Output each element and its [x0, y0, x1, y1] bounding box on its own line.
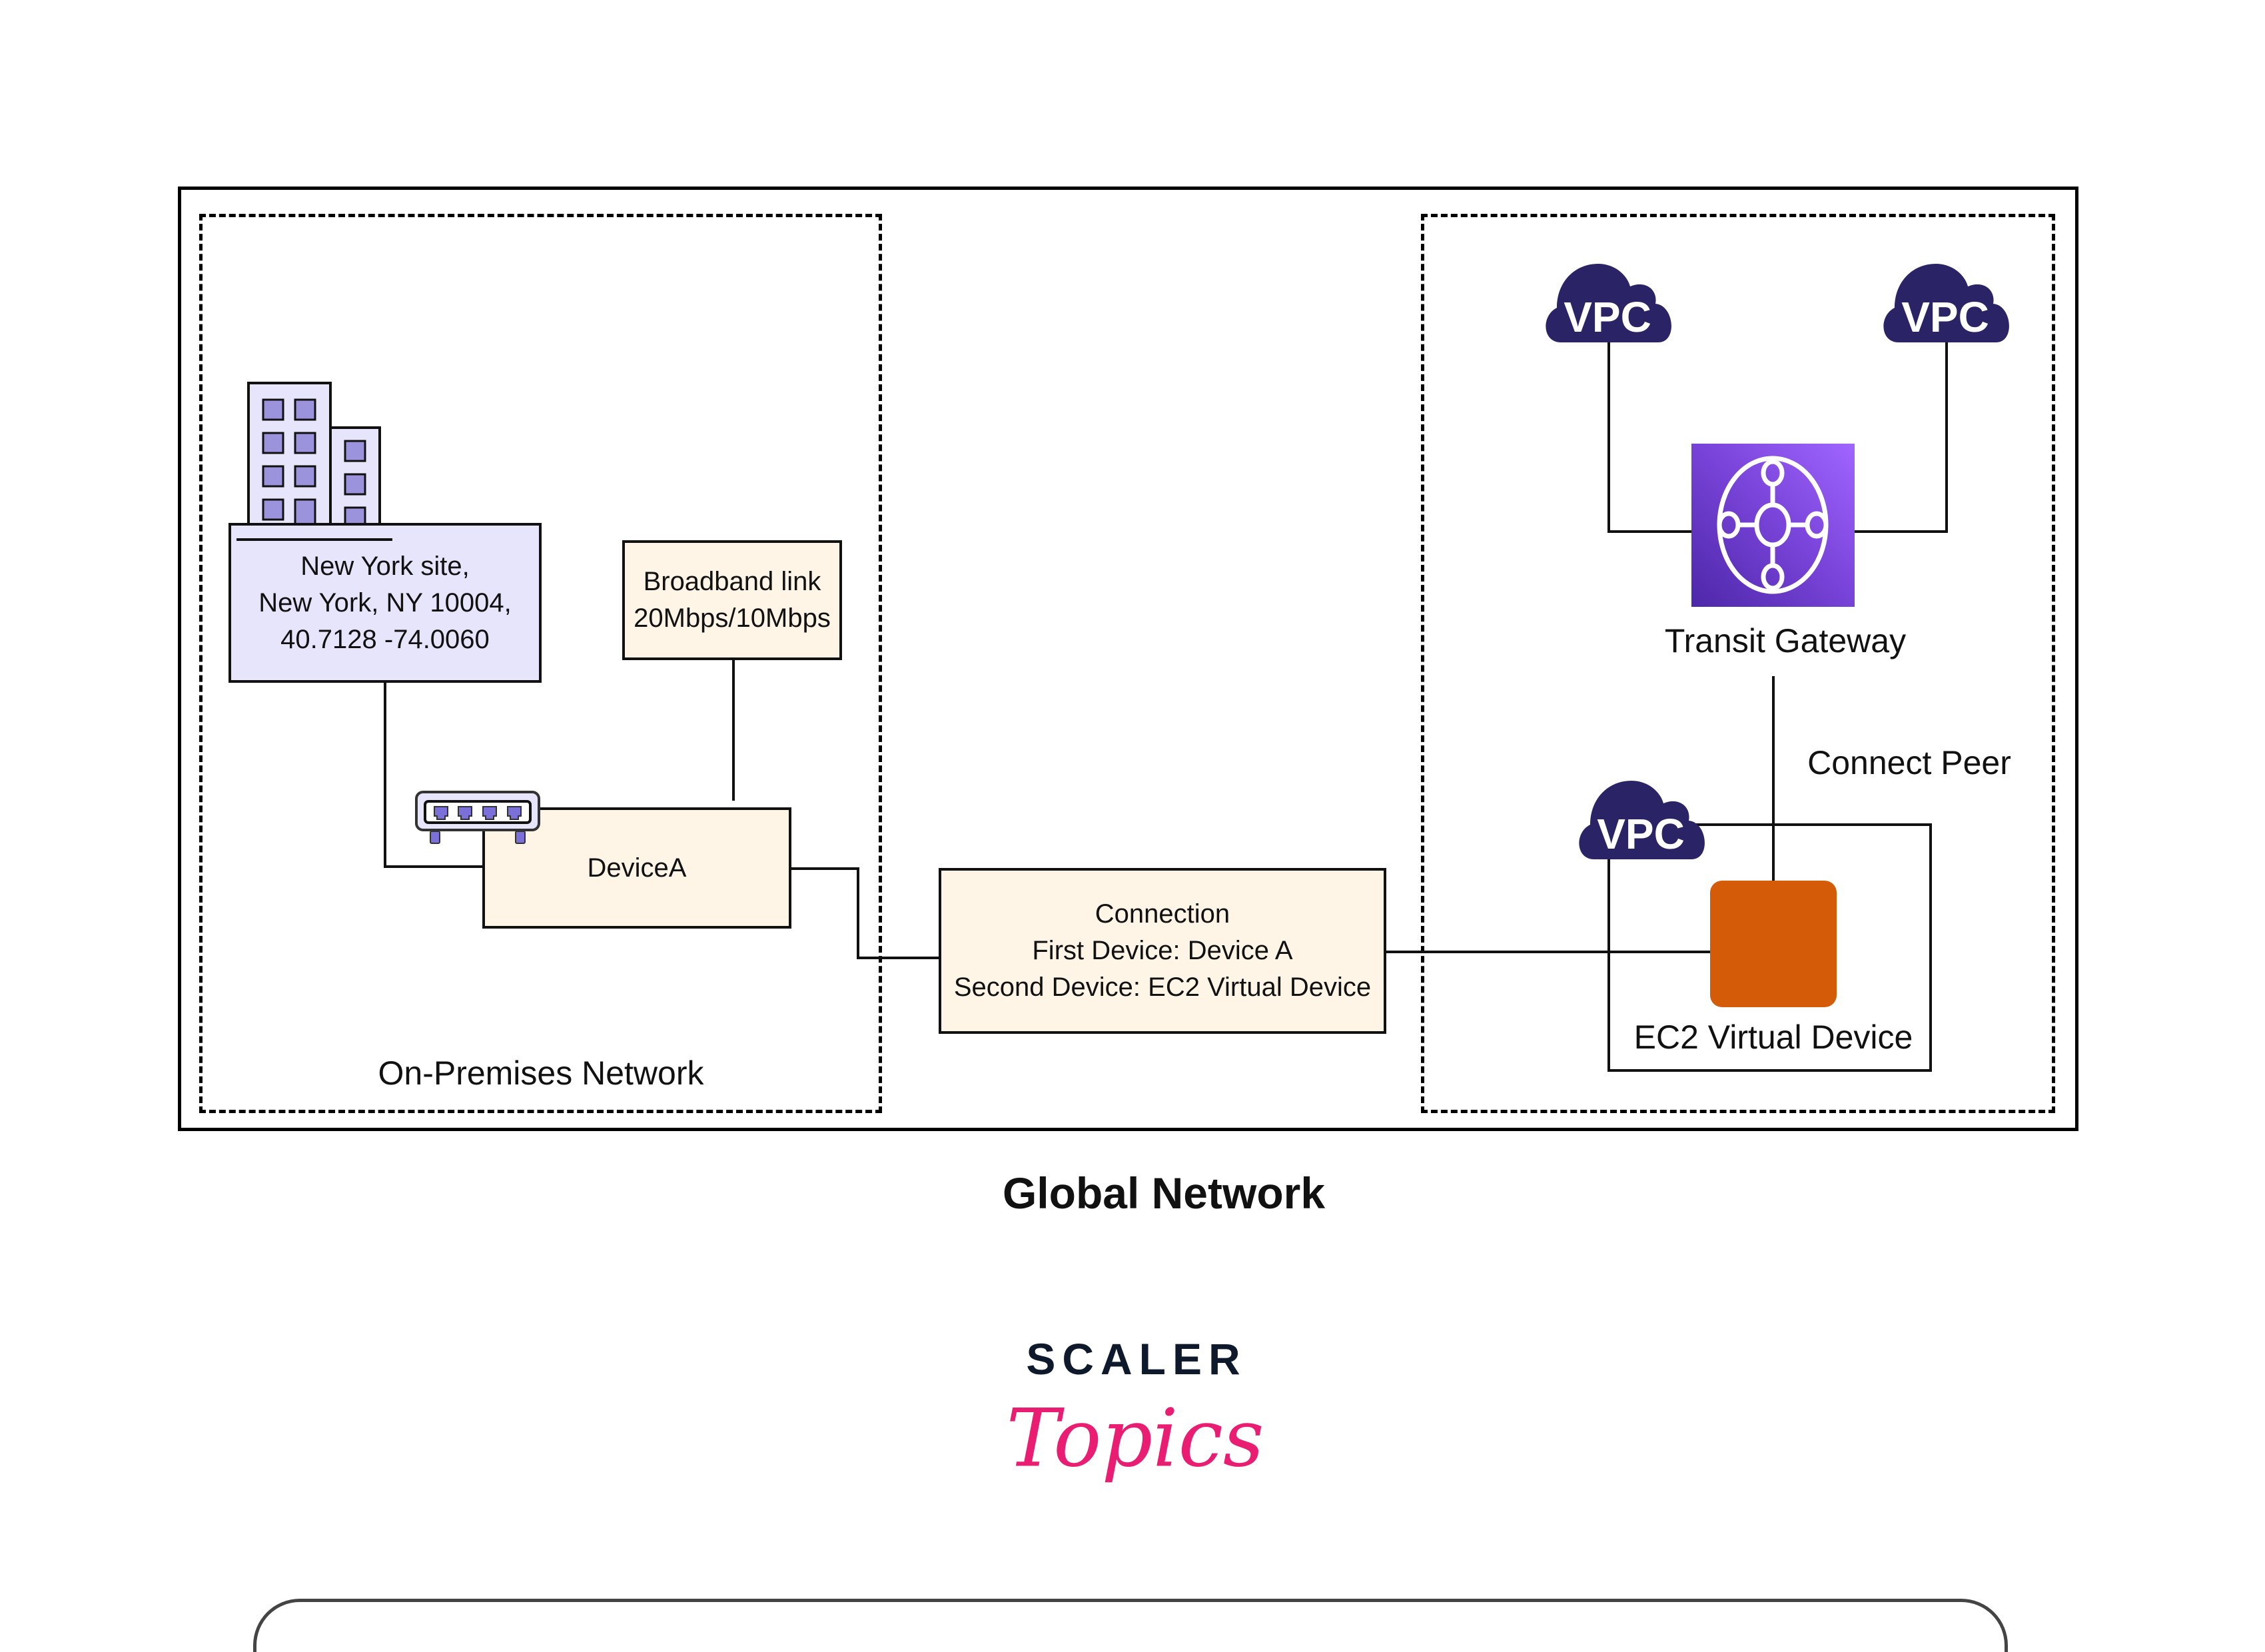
vpc-label: VPC — [1901, 293, 1989, 341]
connector-device-to-connection-h1 — [791, 867, 859, 870]
brand-logo-top: SCALER — [1026, 1334, 1247, 1384]
connector-vpc2-v — [1945, 342, 1948, 533]
connector-vpc1-h — [1607, 530, 1692, 533]
transit-gateway-label: Transit Gateway — [1664, 622, 1907, 659]
connector-site-to-device-h — [384, 865, 484, 868]
connect-peer-line — [1772, 676, 1775, 881]
ec2-instance-icon[interactable] — [1710, 881, 1837, 1007]
connector-vpc1-v — [1607, 342, 1610, 533]
ec2-label: EC2 Virtual Device — [1633, 1019, 1913, 1056]
broadband-label: Broadband link 20Mbps/10Mbps — [634, 567, 831, 633]
site-box: New York site, New York, NY 10004, 40.71… — [228, 523, 542, 683]
vpc-label: VPC — [1597, 810, 1685, 858]
connector-vpc2-h — [1855, 530, 1948, 533]
connector-connection-to-ec2 — [1386, 951, 1711, 953]
connector-device-to-connection-h2 — [857, 957, 939, 959]
vpc-boundary-box — [1607, 823, 1932, 1072]
diagram-title: Global Network — [1002, 1168, 1326, 1218]
connection-label: Connection First Device: Device A Second… — [953, 899, 1372, 1002]
transit-gateway-node[interactable] — [1691, 444, 1855, 607]
connector-site-to-device — [384, 683, 386, 868]
network-switch-icon — [415, 791, 540, 844]
transit-gateway-icon — [1717, 456, 1829, 594]
building-base-line — [236, 538, 392, 541]
vpc-cloud-icon[interactable]: VPC — [1574, 777, 1711, 861]
connector-broadband-to-device — [732, 660, 735, 801]
vpc-cloud-icon[interactable]: VPC — [1879, 260, 2015, 344]
on-premises-region — [199, 214, 882, 1113]
aws-region — [1421, 214, 2055, 1113]
bottom-card-edge — [253, 1599, 2008, 1652]
building-icon — [247, 382, 381, 543]
on-premises-label: On-Premises Network — [378, 1054, 704, 1092]
vpc-cloud-icon[interactable]: VPC — [1541, 260, 1677, 344]
vpc-label: VPC — [1564, 293, 1651, 341]
device-a-box[interactable]: DeviceA — [482, 807, 791, 929]
site-label: New York site, New York, NY 10004, 40.71… — [258, 551, 512, 654]
broadband-box: Broadband link 20Mbps/10Mbps — [622, 540, 842, 660]
connect-peer-label: Connect Peer — [1807, 744, 2011, 781]
global-network-frame — [178, 187, 2078, 1131]
brand-logo-bottom: Topics — [1006, 1392, 1264, 1485]
device-a-label: DeviceA — [587, 853, 687, 883]
connection-box[interactable]: Connection First Device: Device A Second… — [939, 868, 1386, 1034]
connector-device-to-connection-v — [857, 867, 859, 959]
